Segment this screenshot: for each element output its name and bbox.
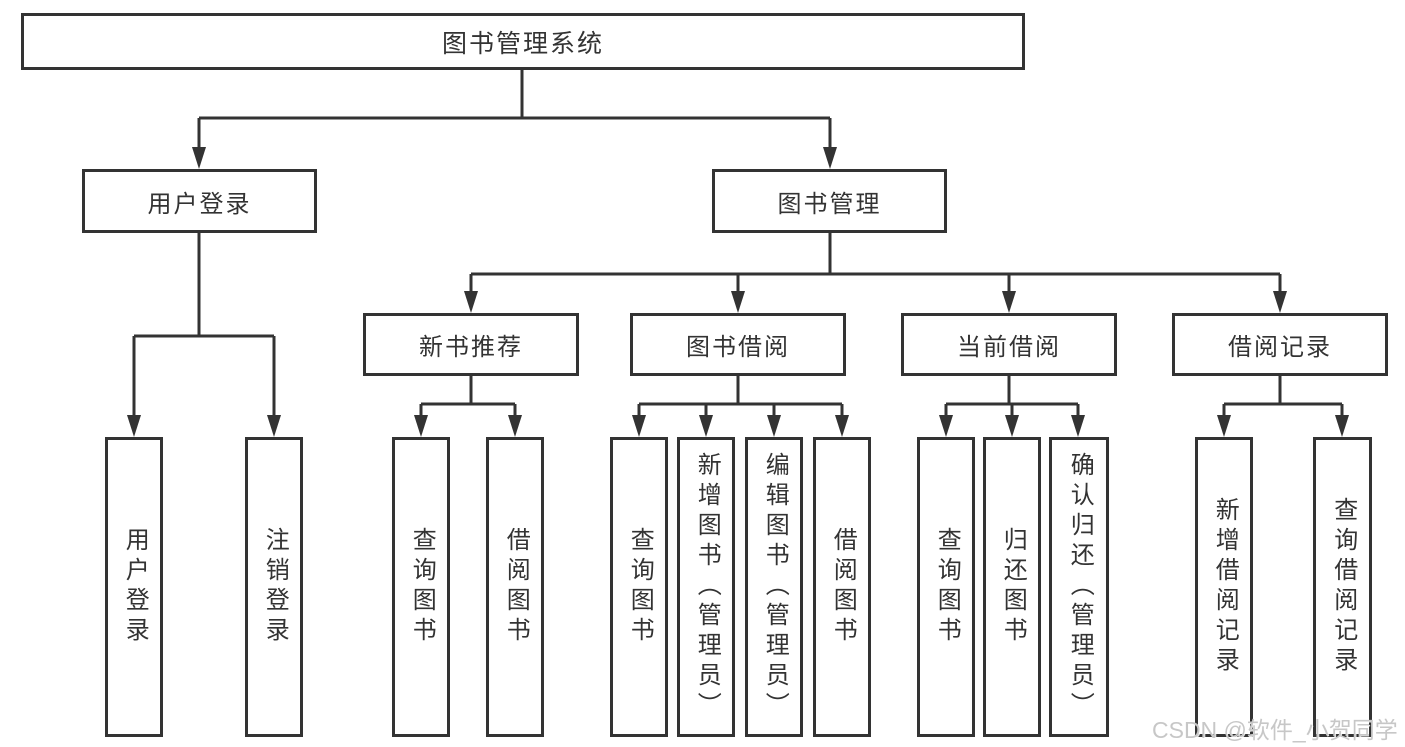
edge-bookmgmt-to-level3: [469, 233, 1282, 293]
edge-current-to-leaves: [944, 376, 1080, 417]
arrowhead: [1071, 415, 1085, 437]
leaf-user-login: 用户登录: [105, 437, 163, 737]
leaf-borrow-books-recommend-label: 借阅图书: [502, 527, 530, 647]
arrowhead: [127, 415, 141, 437]
node-library-management-system-label: 图书管理系统: [441, 29, 604, 58]
leaf-borrow-books: 借阅图书: [813, 437, 871, 737]
leaf-confirm-return-admin: 确认归还（管理员）: [1049, 437, 1109, 737]
arrowhead: [823, 147, 837, 169]
leaf-query-books-borrow-label: 查询图书: [626, 527, 654, 647]
arrowhead: [1273, 291, 1287, 313]
arrowhead: [1002, 291, 1016, 313]
node-new-book-recommend: 新书推荐: [363, 313, 579, 376]
arrowhead: [464, 291, 478, 313]
arrowhead: [267, 415, 281, 437]
node-book-borrowing-label: 图书借阅: [686, 334, 790, 361]
leaf-add-books-admin: 新增图书（管理员）: [677, 437, 735, 737]
arrowhead: [731, 291, 745, 313]
arrowhead: [414, 415, 428, 437]
node-borrowing-records-label: 借阅记录: [1228, 334, 1332, 361]
leaf-borrow-books-label: 借阅图书: [829, 527, 857, 647]
leaf-query-books-recommend: 查询图书: [392, 437, 450, 737]
arrowhead: [1335, 415, 1349, 437]
node-book-management-label: 图书管理: [777, 190, 882, 218]
arrowhead: [699, 415, 713, 437]
arrowhead: [192, 147, 206, 169]
edge-borrow-to-leaves: [637, 376, 844, 417]
leaf-logout: 注销登录: [245, 437, 303, 737]
leaf-add-books-admin-label: 新增图书（管理员）: [693, 452, 721, 722]
arrowhead: [767, 415, 781, 437]
node-book-management: 图书管理: [712, 169, 947, 233]
node-user-login: 用户登录: [82, 169, 317, 233]
leaf-query-books-current: 查询图书: [917, 437, 975, 737]
node-user-login-label: 用户登录: [147, 190, 252, 218]
node-current-borrowing-label: 当前借阅: [957, 334, 1061, 361]
node-current-borrowing: 当前借阅: [901, 313, 1117, 376]
arrowhead: [508, 415, 522, 437]
edge-userlogin-to-leaves: [132, 233, 276, 417]
leaf-add-borrow-record-label: 新增借阅记录: [1211, 497, 1239, 677]
leaf-logout-label: 注销登录: [261, 527, 289, 647]
leaf-query-books-current-label: 查询图书: [933, 527, 961, 647]
leaf-user-login-label: 用户登录: [121, 527, 149, 647]
leaf-return-books: 归还图书: [983, 437, 1041, 737]
edge-root-to-level2: [197, 70, 832, 150]
edge-records-to-leaves: [1222, 376, 1344, 417]
node-book-borrowing: 图书借阅: [630, 313, 846, 376]
arrowhead: [1005, 415, 1019, 437]
leaf-edit-books-admin: 编辑图书（管理员）: [745, 437, 803, 737]
arrowhead: [939, 415, 953, 437]
arrowhead: [835, 415, 849, 437]
leaf-confirm-return-admin-label: 确认归还（管理员）: [1066, 452, 1094, 722]
arrowhead: [632, 415, 646, 437]
leaf-edit-books-admin-label: 编辑图书（管理员）: [761, 452, 789, 722]
leaf-query-borrow-record-label: 查询借阅记录: [1329, 497, 1357, 677]
node-library-management-system: 图书管理系统: [21, 13, 1025, 70]
leaf-query-borrow-record: 查询借阅记录: [1313, 437, 1372, 737]
csdn-watermark: CSDN @软件_小贺同学: [1152, 717, 1398, 743]
arrowhead: [1217, 415, 1231, 437]
leaf-query-books-borrow: 查询图书: [610, 437, 668, 737]
node-borrowing-records: 借阅记录: [1172, 313, 1388, 376]
node-new-book-recommend-label: 新书推荐: [419, 334, 523, 361]
leaf-return-books-label: 归还图书: [999, 527, 1027, 647]
edge-recommend-to-leaves: [419, 376, 517, 417]
leaf-borrow-books-recommend: 借阅图书: [486, 437, 544, 737]
leaf-query-books-recommend-label: 查询图书: [408, 527, 436, 647]
leaf-add-borrow-record: 新增借阅记录: [1195, 437, 1253, 737]
